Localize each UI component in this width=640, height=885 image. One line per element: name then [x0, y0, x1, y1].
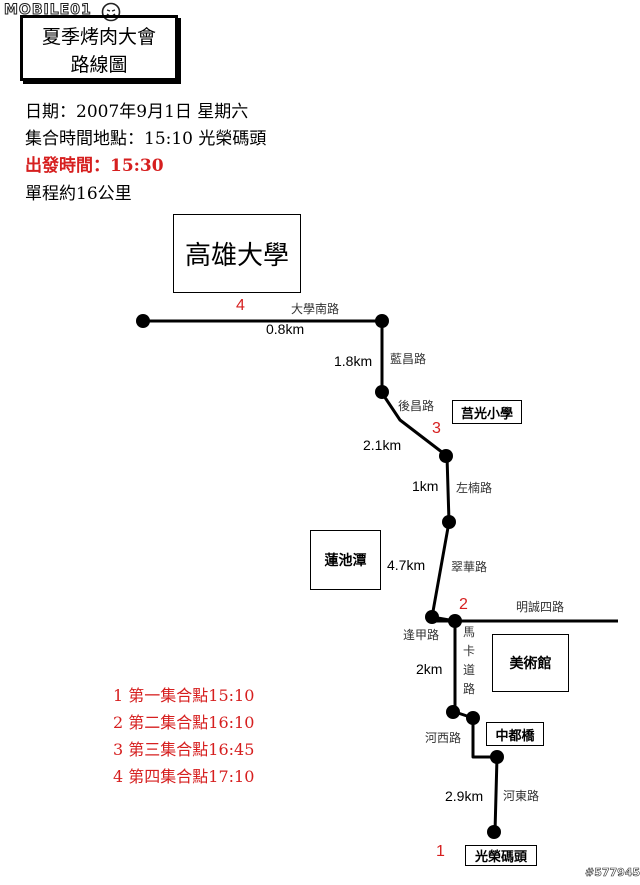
route-node — [442, 515, 456, 529]
title-line-2: 路線圖 — [70, 54, 128, 76]
departure-time: 出發時間：15:30 — [25, 156, 164, 176]
gather-time-place: 集合時間地點：15:10 光榮碼頭 — [25, 129, 267, 149]
site-logo: MOBILE01 — [4, 2, 92, 19]
meeting-point-4: 4 — [236, 297, 245, 314]
landmark-bridge: 中都橋 — [486, 722, 544, 746]
legend-item: 3 第三集合點16:45 — [113, 740, 255, 759]
route-node — [446, 705, 460, 719]
distance-label: 0.8km — [266, 321, 305, 337]
road-label: 後昌路 — [398, 399, 435, 413]
meeting-point-2: 2 — [459, 596, 468, 613]
route-node — [487, 825, 501, 839]
legend-item: 4 第四集合點17:10 — [113, 767, 255, 786]
meeting-point-1: 1 — [436, 843, 445, 860]
legend-item: 2 第二集合點16:10 — [113, 713, 255, 732]
meeting-point-3: 3 — [432, 420, 441, 437]
distance-label: 2.1km — [363, 437, 402, 453]
road-label: 河西路 — [425, 731, 462, 745]
distance-label: 4.7km — [387, 557, 426, 573]
route-node — [490, 750, 504, 764]
watermark: #577945 — [585, 866, 640, 880]
route-node — [375, 385, 389, 399]
landmark-lotus-pond: 蓮池潭 — [310, 530, 381, 590]
road-label: 藍昌路 — [390, 352, 427, 366]
road-label: 馬卡道路 — [462, 625, 475, 696]
road-label: 明誠四路 — [516, 600, 565, 614]
distance-label: 1km — [412, 478, 439, 494]
landmark-museum: 美術館 — [492, 634, 569, 692]
road-label: 大學南路 — [291, 302, 340, 316]
landmark-school: 莒光小學 — [452, 400, 522, 424]
title-line-1: 夏季烤肉大會 — [41, 26, 156, 48]
route-node — [439, 449, 453, 463]
distance-label: 1.8km — [334, 353, 373, 369]
route-node — [425, 610, 439, 624]
one-way-distance: 單程約16公里 — [25, 184, 132, 204]
event-date: 日期：2007年9月1日 星期六 — [25, 102, 249, 122]
route-node — [448, 614, 462, 628]
road-label: 逢甲路 — [403, 628, 440, 642]
road-label: 河東路 — [503, 789, 540, 803]
legend-item: 1 第一集合點15:10 — [113, 686, 255, 705]
road-label: 翠華路 — [451, 560, 488, 574]
distance-label: 2.9km — [445, 788, 484, 804]
route-node — [375, 314, 389, 328]
landmark-start: 光榮碼頭 — [465, 845, 537, 866]
road-label: 左楠路 — [456, 481, 493, 495]
map-title: 夏季烤肉大會 路線圖 — [20, 15, 178, 81]
route-node — [466, 711, 480, 725]
landmark-nuk: 高雄大學 — [173, 214, 301, 293]
route-node — [136, 314, 150, 328]
distance-label: 2km — [416, 661, 443, 677]
